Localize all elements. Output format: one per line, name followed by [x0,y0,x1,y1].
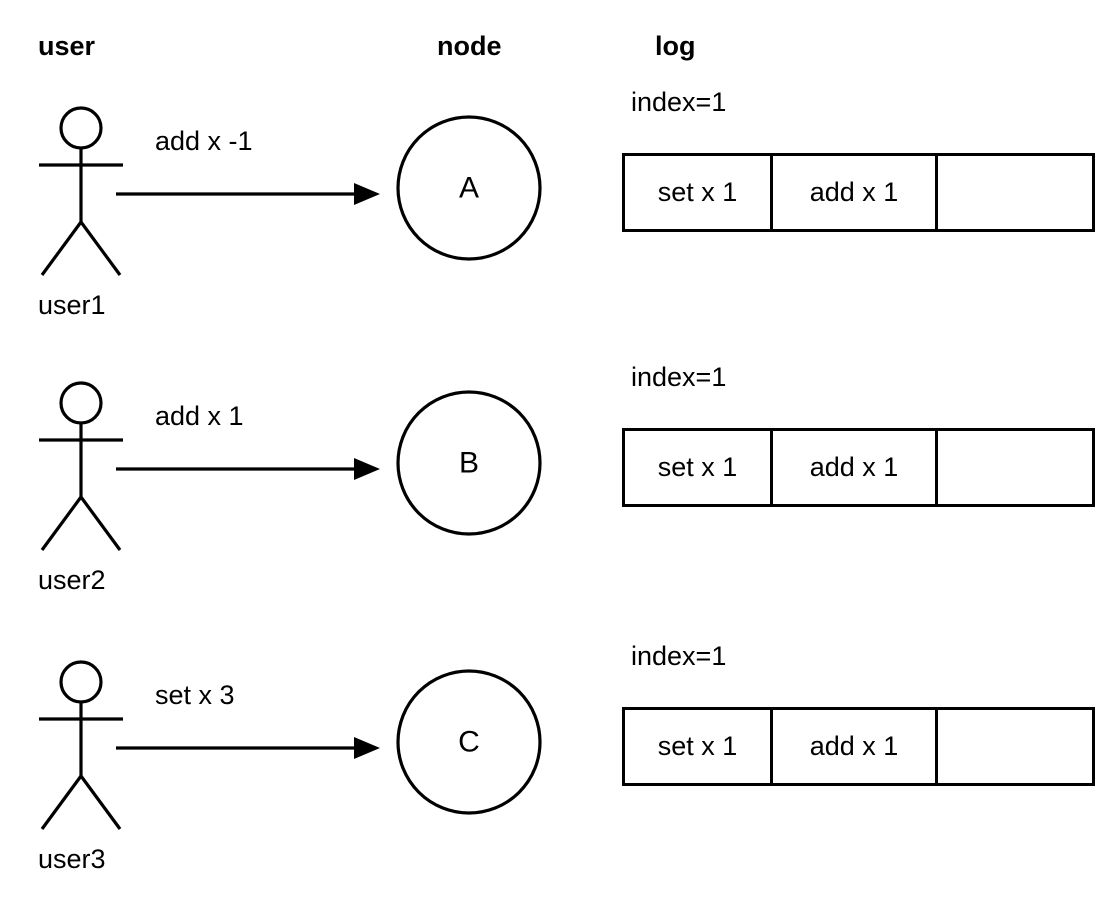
message-label: add x -1 [155,126,253,156]
node-label: B [459,447,479,480]
actor-label: user3 [38,844,106,874]
right-arrow-icon [116,458,380,480]
right-arrow-icon [116,183,380,205]
log-entry-cell: add x 1 [773,710,938,783]
message-label: add x 1 [155,401,244,431]
node-circle: A [396,115,542,261]
log-entry-cell [938,710,1092,783]
diagram-row: user2 add x 1 B index=1 set x 1 add x 1 [0,275,1118,594]
log-index-label: index=1 [631,641,727,671]
log-entry-cell [938,156,1092,229]
column-header-user: user [38,31,96,61]
actor-label: user1 [38,290,106,320]
diagram-row: user3 set x 3 C index=1 set x 1 add x 1 [0,554,1118,873]
log-table: set x 1 add x 1 [622,707,1095,786]
log-index-label: index=1 [631,87,727,117]
message-label: set x 3 [155,680,235,710]
stick-figure-icon [39,660,123,830]
actor-label: user2 [38,565,106,595]
log-entry-cell: add x 1 [773,431,938,504]
log-table: set x 1 add x 1 [622,153,1095,232]
right-arrow-icon [116,737,380,759]
stick-figure-icon [39,106,123,276]
log-entry-cell: add x 1 [773,156,938,229]
log-entry-cell: set x 1 [625,156,773,229]
log-index-label: index=1 [631,362,727,392]
node-circle: C [396,669,542,815]
diagram-row: user1 add x -1 A index=1 set x 1 add x 1 [0,0,1118,319]
node-label: A [459,172,479,205]
column-header-node: node [437,31,502,61]
node-label: C [458,726,480,759]
log-entry-cell [938,431,1092,504]
log-entry-cell: set x 1 [625,431,773,504]
log-entry-cell: set x 1 [625,710,773,783]
node-circle: B [396,390,542,536]
column-header-log: log [655,31,696,61]
log-table: set x 1 add x 1 [622,428,1095,507]
stick-figure-icon [39,381,123,551]
